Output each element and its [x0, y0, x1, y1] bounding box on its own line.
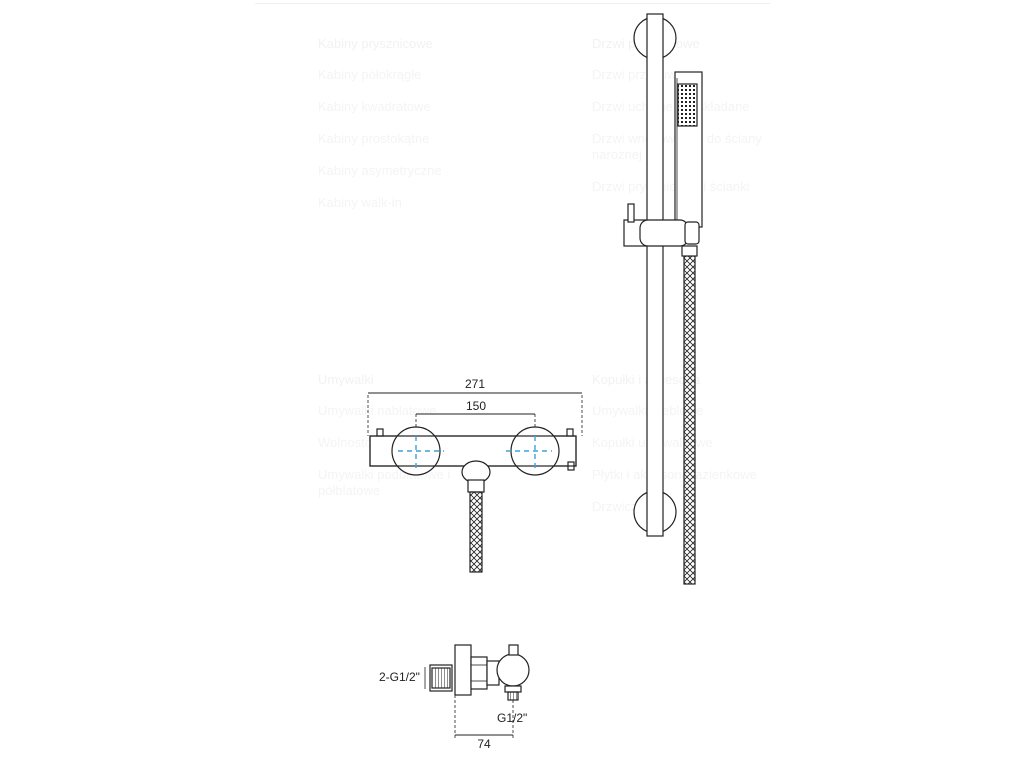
slider-holder — [639, 219, 689, 247]
outlet-thread-label: G1/2" — [497, 711, 527, 725]
outlet-nut-side — [504, 685, 522, 693]
hose-nut — [681, 245, 698, 257]
slide-rail — [646, 13, 664, 537]
connector-axis-marks — [398, 436, 552, 472]
wall-plate — [454, 644, 472, 696]
top-divider — [255, 3, 770, 4]
dim-label-150: 150 — [466, 399, 486, 413]
menu-heading[interactable]: Kopułki i akcesoria — [592, 372, 701, 387]
menu-item[interactable]: Kabiny walk-in — [318, 195, 402, 210]
shower-rail-set — [623, 13, 703, 585]
inlet-thread-label: 2-G1/2" — [379, 670, 420, 684]
menu-item[interactable]: Płytki i akcesoria łazienkowe — [592, 467, 757, 482]
side-nut — [470, 656, 488, 690]
outlet-fitting — [467, 479, 485, 493]
menu-item[interactable]: Drzwi przesuwne — [592, 67, 691, 82]
outlet-thread-side — [507, 691, 519, 701]
menu-item[interactable]: Kabiny asymetryczne — [318, 163, 442, 178]
side-body — [496, 653, 530, 687]
menu-heading[interactable]: Kabiny prysznicowe — [318, 36, 433, 51]
menu-column-1: Kabiny prysznicowe Kabiny półokrągłe Kab… — [318, 36, 498, 227]
menu-item[interactable]: Kabiny kwadratowe — [318, 99, 431, 114]
right-end-cap — [566, 428, 574, 437]
dim-label-74: 74 — [477, 737, 491, 751]
menu-item[interactable]: Kabiny półokrągłe — [318, 67, 422, 82]
menu-heading[interactable]: Umywalki — [318, 372, 374, 387]
mixer-front-view — [367, 392, 583, 573]
shower-holder-clip — [684, 221, 700, 245]
menu-item[interactable]: Kabiny prostokątne — [318, 131, 430, 146]
top-stub — [508, 644, 519, 656]
left-end-cap — [376, 428, 384, 437]
outlet-hose — [469, 491, 483, 573]
shower-hose — [683, 255, 696, 585]
shower-head-nozzles — [677, 83, 698, 127]
inlet-thread — [431, 667, 451, 689]
dim-label-271: 271 — [465, 377, 485, 391]
menu-item[interactable]: Umywalki nablatowe — [318, 403, 437, 418]
menu-item[interactable]: Drzwiczki — [592, 499, 647, 514]
menu-item[interactable]: Drzwi uchylne lub składane — [592, 99, 750, 114]
slider-lever — [627, 203, 635, 223]
mixer-side-view — [424, 644, 530, 740]
menu-item[interactable]: Drzwi prysznicowe i ścianki — [592, 179, 750, 194]
